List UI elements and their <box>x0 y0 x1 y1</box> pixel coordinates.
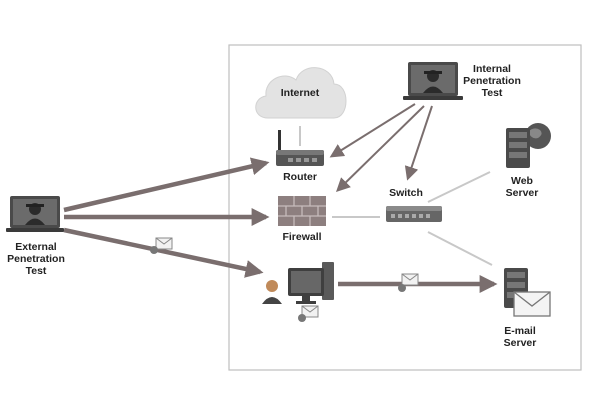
firewall-label: Firewall <box>282 231 321 243</box>
switch-label: Switch <box>389 187 423 199</box>
bug-icon <box>398 284 406 292</box>
internal-network-frame <box>228 44 582 371</box>
router-label: Router <box>283 171 317 183</box>
internal-to-router-arrow <box>329 103 416 158</box>
email-server-icon <box>504 268 551 317</box>
bug-envelope-icon <box>150 237 173 254</box>
external-test-label-1: External <box>15 241 57 253</box>
switch-icon <box>386 206 442 222</box>
bug-icon <box>298 314 306 322</box>
internal-to-switch-arrow <box>404 105 433 181</box>
email-server-label-2: Server <box>504 337 537 349</box>
desktop-computer-icon <box>288 262 334 304</box>
switch-webserver-link <box>427 171 491 203</box>
cloud-icon <box>255 67 347 119</box>
external-test-label-2: Penetration <box>7 253 65 265</box>
web-server-label-2: Server <box>506 187 539 199</box>
internal-test-label-1: Internal <box>473 63 511 75</box>
external-to-router-arrow <box>63 157 270 213</box>
web-server-label-1: Web <box>511 175 533 187</box>
firewall-icon <box>278 196 326 226</box>
router-icon <box>276 130 324 166</box>
internal-to-firewall-arrow <box>335 105 425 192</box>
switch-emailserver-link <box>427 231 493 266</box>
external-test-label-3: Test <box>26 265 47 277</box>
bug-icon <box>150 246 158 254</box>
email-server-label-1: E-mail <box>504 325 536 337</box>
external-to-user-arrow <box>63 227 264 278</box>
envelope-icon <box>513 291 551 317</box>
web-server-icon <box>506 123 551 168</box>
hacker-laptop-icon <box>403 62 463 100</box>
internal-test-label-3: Test <box>482 87 503 99</box>
bug-envelope-icon <box>398 273 419 292</box>
internet-label: Internet <box>281 87 320 99</box>
hacker-laptop-icon <box>6 196 64 232</box>
internal-test-label-2: Penetration <box>463 75 521 87</box>
bug-envelope-icon <box>298 305 319 322</box>
user-icon <box>262 280 282 304</box>
